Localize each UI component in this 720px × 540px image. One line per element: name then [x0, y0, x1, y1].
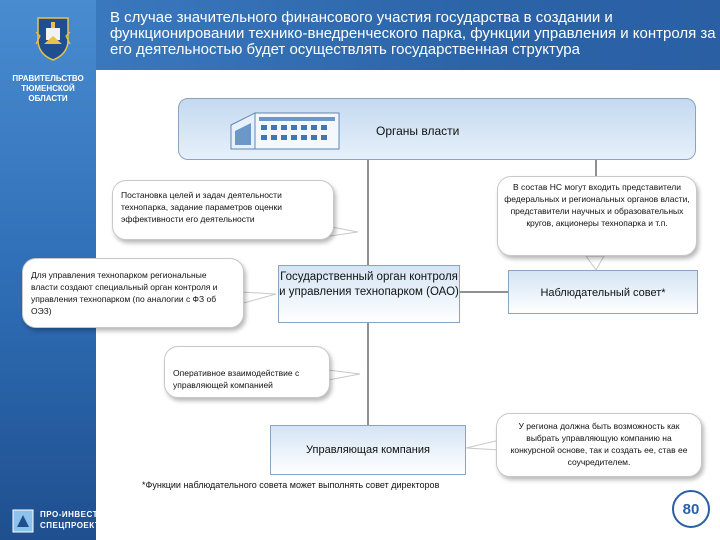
callout-interaction: Оперативное взаимодействие с управляющей… — [164, 346, 330, 398]
supervisory-board-box: Наблюдательный совет* — [508, 270, 698, 314]
callout-c3-tail — [240, 292, 276, 304]
government-building-icon — [227, 105, 345, 153]
callout-management-body: Для управления технопарком региональные … — [22, 258, 244, 328]
callout-company-choice: У региона должна быть возможность как вы… — [496, 413, 702, 477]
state-control-body-box: Государственный орган контроля и управле… — [278, 265, 460, 323]
callout-c5-tail — [466, 440, 500, 450]
management-company-box: Управляющая компания — [270, 425, 466, 475]
callout-c4-tail — [328, 370, 360, 380]
page-number-badge: 80 — [672, 490, 710, 528]
authority-label: Органы власти — [376, 124, 459, 138]
footnote: *Функции наблюдательного совета может вы… — [142, 480, 439, 490]
callout-c2-tail — [586, 256, 604, 270]
callout-goals: Постановка целей и задач деятельности те… — [112, 180, 334, 240]
callout-council-members: В состав НС могут входить представители … — [497, 176, 697, 256]
